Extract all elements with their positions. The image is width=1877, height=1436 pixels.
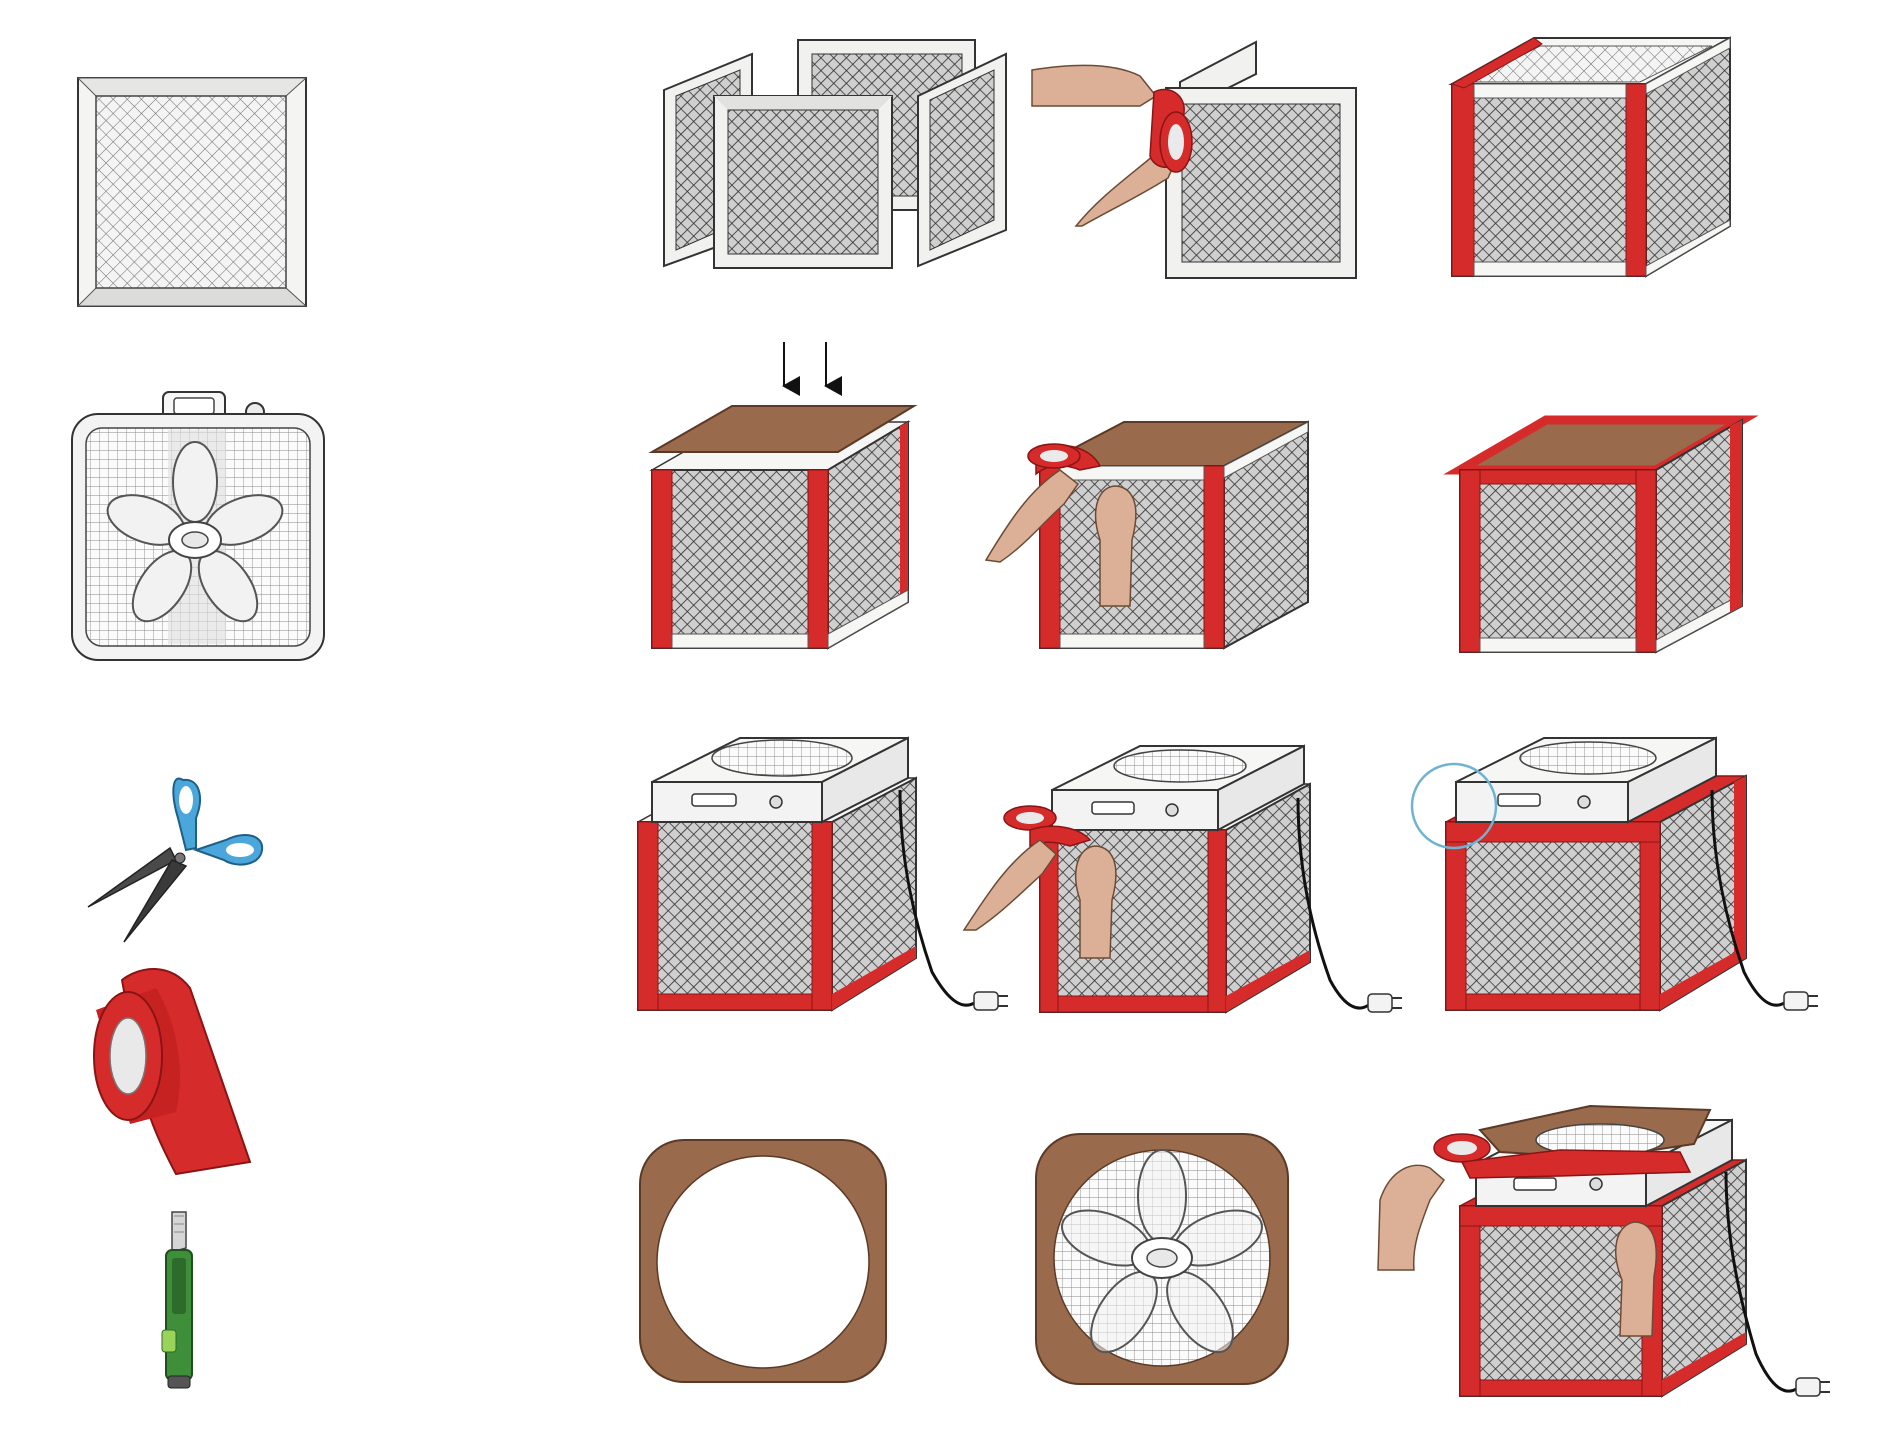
step-lid-sealed-cube <box>1443 415 1759 654</box>
box-fan-icon <box>71 391 325 661</box>
scissors-icon <box>87 777 264 943</box>
step-hands-taping-lid <box>984 420 1309 650</box>
step-hands-taping-filter-edge <box>1031 40 1357 279</box>
hand-icon <box>1094 485 1137 607</box>
hand-icon <box>984 469 1080 563</box>
plug-icon <box>1367 993 1393 1013</box>
step-filters-taped-into-cube <box>1448 36 1731 278</box>
hand-icon <box>1615 1221 1657 1337</box>
cardboard-lid <box>648 405 918 453</box>
plug-icon <box>1795 1377 1821 1397</box>
hand-icon <box>1031 64 1158 107</box>
step-fan-seam-sealed-highlight <box>1410 736 1818 1012</box>
utility-knife-icon <box>161 1211 193 1389</box>
step-cardboard-cut-circle <box>639 1139 887 1383</box>
highlight-circle <box>1410 762 1498 850</box>
step-hands-taping-shroud <box>1377 1104 1830 1398</box>
air-filter-icon <box>76 77 308 307</box>
tape-roll-icon <box>93 968 252 1176</box>
power-cord <box>898 789 977 1007</box>
hand-icon <box>962 839 1058 931</box>
step-cardboard-shroud-over-fan <box>1035 1133 1289 1385</box>
step-fan-placed-on-cube <box>637 736 1008 1012</box>
plug-icon <box>1783 991 1809 1011</box>
hand-icon <box>1377 1164 1446 1271</box>
hand-icon <box>1074 845 1117 959</box>
plug-icon <box>973 991 999 1011</box>
step-four-filters-arranged <box>663 39 1007 269</box>
step-cardboard-lid-lowered <box>648 342 918 650</box>
step-hands-taping-fan-seam <box>962 744 1402 1014</box>
